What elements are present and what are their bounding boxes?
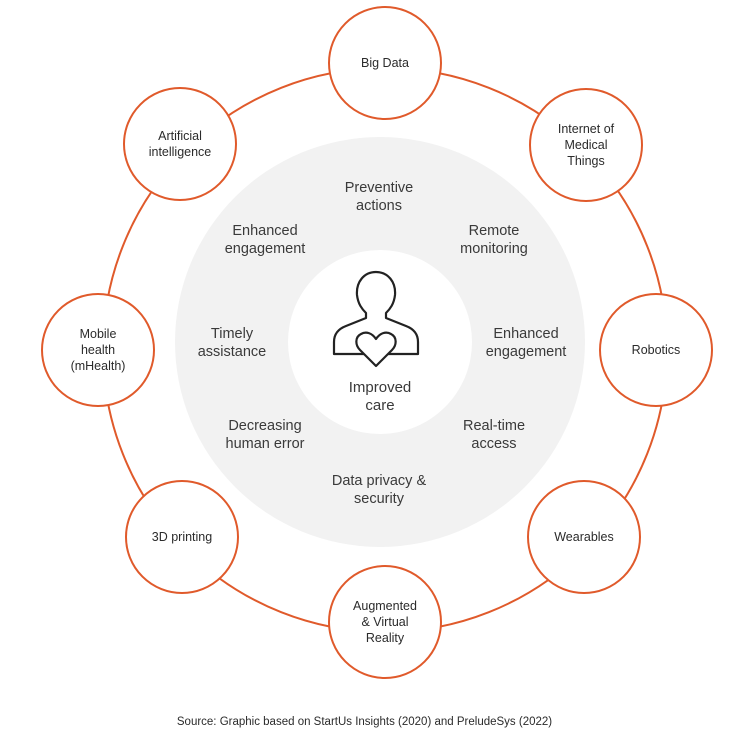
benefit-enhanced-engagement-left: Enhanced engagement	[224, 223, 306, 257]
tech-label: Big Data	[361, 56, 409, 70]
source-note: Source: Graphic based on StartUs Insight…	[176, 716, 553, 728]
tech-node-ai: Artificial intelligence	[123, 87, 237, 201]
tech-node-iomt: Internet of Medical Things	[529, 88, 643, 202]
benefit-real-time-access: Real-time access	[462, 418, 526, 452]
tech-label: Mobile health (mHealth)	[70, 327, 126, 373]
tech-node-ar-vr: Augmented & Virtual Reality	[328, 565, 442, 679]
tech-label: Wearables	[554, 530, 614, 544]
tech-node-3d-printing: 3D printing	[125, 480, 239, 594]
benefit-data-privacy: Data privacy & security	[331, 473, 427, 507]
tech-node-robotics: Robotics	[599, 293, 713, 407]
tech-node-mhealth: Mobile health (mHealth)	[41, 293, 155, 407]
tech-node-big-data: Big Data	[328, 6, 442, 120]
tech-label: Augmented & Virtual Reality	[353, 599, 417, 645]
tech-label: Robotics	[631, 343, 681, 357]
benefit-preventive-actions: Preventive actions	[344, 180, 414, 214]
tech-label: Artificial intelligence	[148, 129, 212, 159]
center-label: Improved care	[348, 379, 412, 414]
tech-node-wearables: Wearables	[527, 480, 641, 594]
benefit-timely-assistance: Timely assistance	[197, 326, 267, 360]
benefit-enhanced-engagement-right: Enhanced engagement	[485, 326, 567, 360]
benefit-remote-monitoring: Remote monitoring	[460, 223, 528, 257]
benefit-decreasing-human-error: Decreasing human error	[225, 418, 305, 452]
tech-label: 3D printing	[151, 530, 213, 544]
tech-label: Internet of Medical Things	[557, 122, 615, 168]
person-heart-icon	[332, 270, 420, 368]
